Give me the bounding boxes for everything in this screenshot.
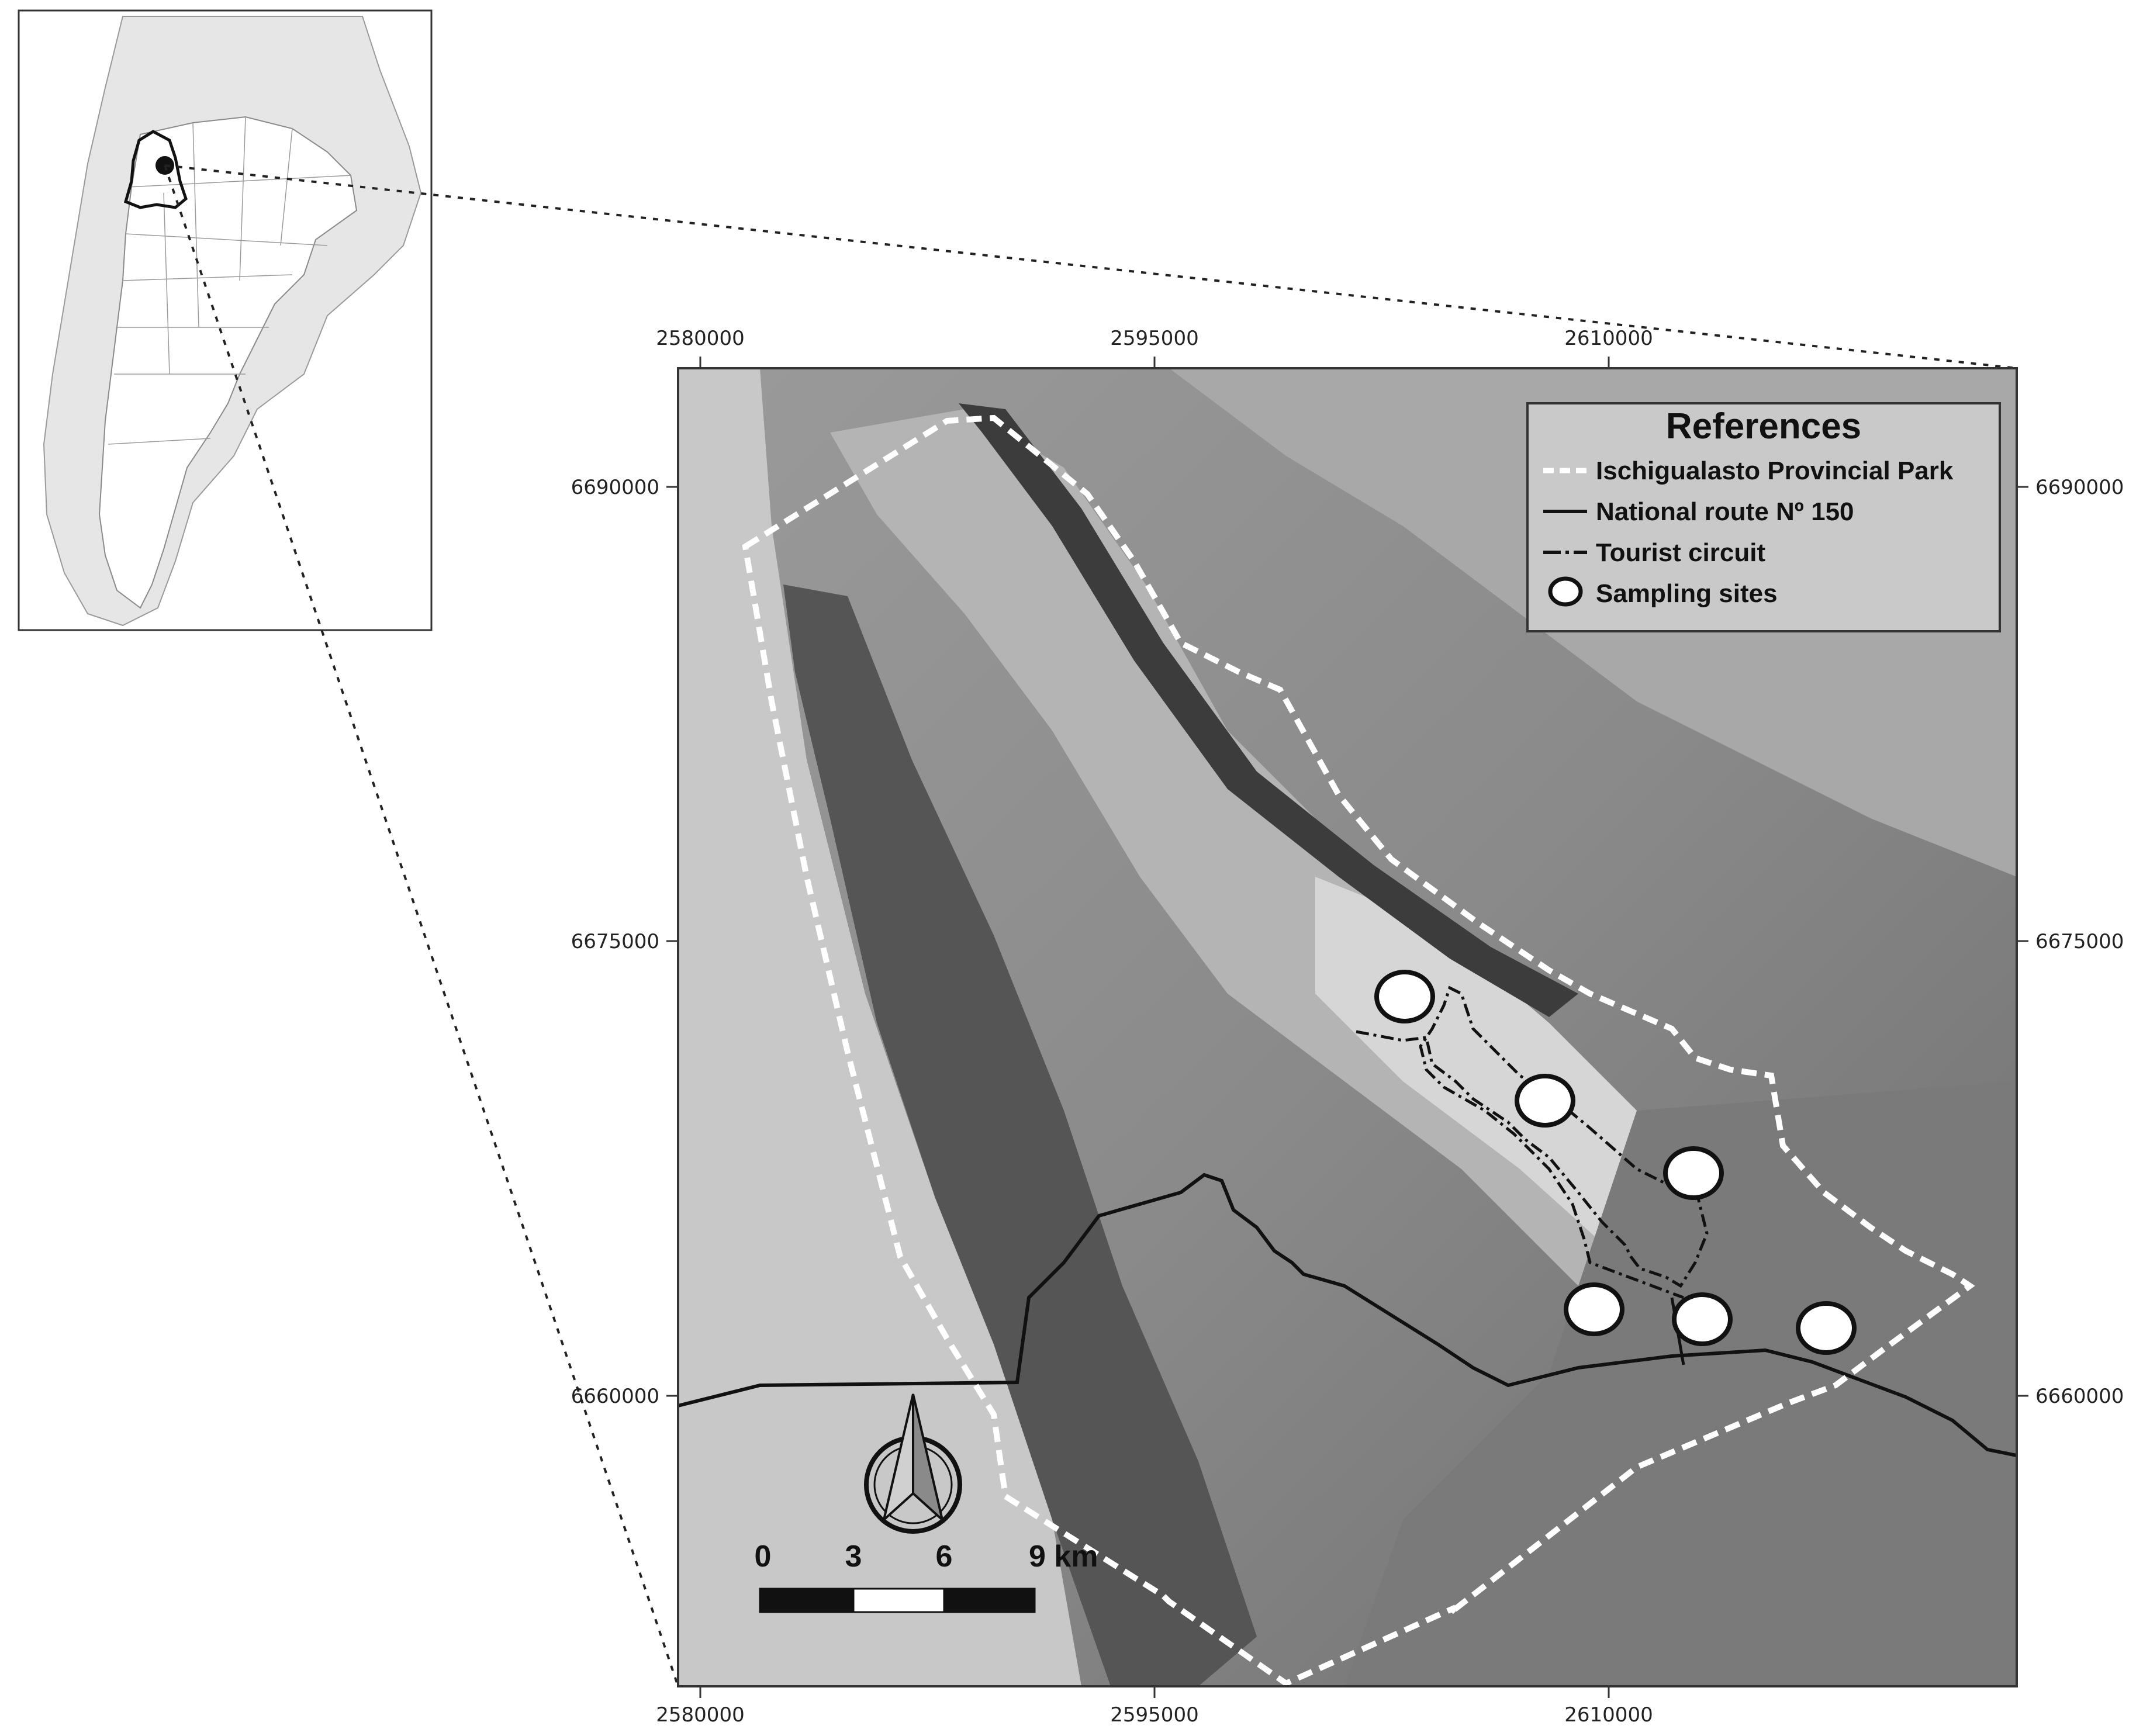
dark-ridge-band xyxy=(783,585,1257,1686)
southeast-dark-terrain xyxy=(1344,1081,2017,1686)
x-tick-top-0: 2580000 xyxy=(656,327,744,350)
y-tick-left-1: 6675000 xyxy=(571,930,659,953)
northeast-escarpment xyxy=(959,403,1578,1017)
legend-label-route: National route Nº 150 xyxy=(1596,497,1854,526)
sampling-site xyxy=(1515,1074,1575,1128)
san-juan-province-outline xyxy=(123,130,188,209)
sampling-sites xyxy=(1374,970,1857,1355)
scale-bar: 0 3 6 9 km xyxy=(755,1540,1098,1613)
legend-title: References xyxy=(1666,406,1861,447)
inset-map xyxy=(18,9,433,631)
tourist-circuit-line xyxy=(1356,985,1709,1299)
scale-label-6: 6 xyxy=(936,1540,953,1574)
legend-label-site: Sampling sites xyxy=(1596,579,1778,608)
legend-box xyxy=(1526,402,2001,632)
scale-label-0: 0 xyxy=(755,1540,772,1574)
y-tick-left-2: 6660000 xyxy=(571,1385,659,1408)
x-tick-top-2: 2610000 xyxy=(1564,327,1653,350)
western-plain-light xyxy=(678,368,1081,1686)
legend-symbol-site xyxy=(1548,576,1583,607)
scale-label-3: 3 xyxy=(845,1540,862,1574)
main-map-frame xyxy=(677,367,2018,1687)
province-borders xyxy=(108,116,351,445)
x-tick-top-1: 2595000 xyxy=(1110,327,1198,350)
legend: References Ischigualasto Provincial Park… xyxy=(1526,402,2001,632)
sampling-site xyxy=(1564,1282,1624,1336)
park-boundary-line xyxy=(742,414,1975,1686)
sampling-site xyxy=(1672,1292,1733,1346)
scale-segment-1 xyxy=(759,1588,855,1613)
sampling-site xyxy=(1374,970,1435,1023)
zoom-connector-lines xyxy=(164,164,2017,1687)
legend-label-park: Ischigualasto Provincial Park xyxy=(1596,457,1954,485)
main-map: References Ischigualasto Provincial Park… xyxy=(571,327,2124,1727)
north-arrow-icon xyxy=(864,1393,962,1534)
sampling-site xyxy=(1663,1146,1724,1200)
sampling-site xyxy=(1796,1301,1857,1355)
scale-segment-3 xyxy=(943,1588,1036,1613)
legend-label-circuit: Tourist circuit xyxy=(1596,538,1765,567)
scale-segment-2 xyxy=(852,1588,945,1613)
scale-label-9km: 9 km xyxy=(1029,1540,1098,1574)
x-tick-bottom-0: 2580000 xyxy=(656,1703,744,1727)
y-tick-right-2: 6660000 xyxy=(2035,1385,2124,1408)
y-tick-left-0: 6690000 xyxy=(571,476,659,499)
y-tick-right-1: 6675000 xyxy=(2035,930,2124,953)
x-tick-bottom-1: 2595000 xyxy=(1110,1703,1198,1727)
x-tick-bottom-2: 2610000 xyxy=(1564,1703,1653,1727)
y-tick-right-0: 6690000 xyxy=(2035,476,2124,499)
argentina-outline xyxy=(98,116,358,609)
national-route-line xyxy=(678,1173,2017,1457)
coordinate-ticks xyxy=(666,357,2028,1698)
